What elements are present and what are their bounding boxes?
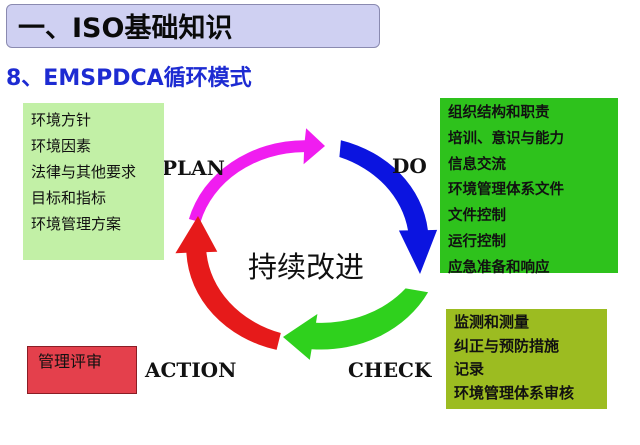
do-item: 信息交流 <box>448 155 506 173</box>
do-item: 组织结构和职责 <box>448 104 550 121</box>
title-banner <box>6 4 380 48</box>
check-item: 记录 <box>454 360 485 378</box>
do-item: 环境管理体系文件 <box>448 181 564 199</box>
plan-arrow <box>188 128 325 223</box>
plan-item: 环境因素 <box>31 137 92 155</box>
plan-items-box: 环境方针 环境因素 法律与其他要求 目标和指标 环境管理方案 <box>23 103 164 260</box>
cycle-center-label: 持续改进 <box>248 250 365 284</box>
check-label: CHECK <box>348 358 432 382</box>
do-items-box: 组织结构和职责 培训、意识与能力 信息交流 环境管理体系文件 文件控制 运行控制… <box>440 98 618 276</box>
plan-item: 环境管理方案 <box>31 215 122 233</box>
do-item: 培训、意识与能力 <box>448 129 564 147</box>
action-item: 管理评审 <box>38 352 103 371</box>
check-item: 环境管理体系审核 <box>454 383 575 402</box>
check-item: 纠正与预防措施 <box>454 336 560 355</box>
do-item: 运行控制 <box>448 232 506 250</box>
do-arrow <box>339 140 438 274</box>
action-arrow <box>175 216 281 350</box>
do-item: 应急准备和响应 <box>448 258 550 276</box>
page-title: 一、ISO基础知识 <box>18 13 233 44</box>
check-arrow <box>283 288 429 360</box>
action-items-box: 管理评审 <box>27 346 137 394</box>
check-item: 监测和测量 <box>454 313 530 331</box>
plan-item: 目标和指标 <box>31 189 107 207</box>
plan-label: PLAN <box>162 156 225 180</box>
section-subtitle: 8、EMSPDCA循环模式 <box>6 66 252 91</box>
do-item: 文件控制 <box>448 207 506 225</box>
action-label: ACTION <box>145 358 237 382</box>
plan-item: 环境方针 <box>31 111 92 129</box>
check-items-box: 监测和测量 纠正与预防措施 记录 环境管理体系审核 <box>446 309 607 409</box>
do-label: DO <box>392 154 427 178</box>
plan-item: 法律与其他要求 <box>31 163 137 181</box>
